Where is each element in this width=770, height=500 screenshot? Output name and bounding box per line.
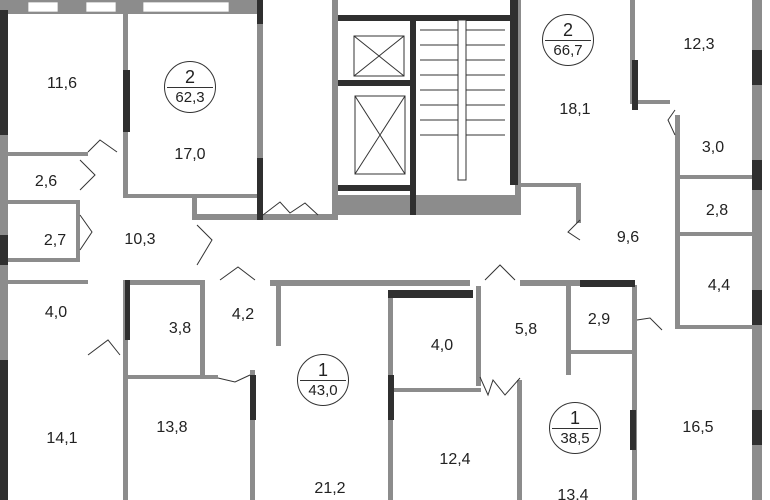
room-area: 2,9 (587, 311, 611, 328)
room-area: 4,2 (231, 306, 255, 323)
room-area: 9,6 (616, 229, 640, 246)
room-area: 10,3 (124, 231, 156, 248)
apartment-rooms: 1 (317, 360, 328, 380)
room-area: 17,0 (174, 146, 206, 163)
apartment-rooms: 2 (184, 67, 195, 87)
apartment-rooms: 2 (562, 20, 573, 40)
room-area: 4,0 (430, 337, 454, 354)
staircase (420, 19, 505, 181)
room-area: 14,1 (46, 430, 78, 447)
elevator-shafts (353, 35, 406, 175)
room-area: 2,8 (705, 202, 729, 219)
room-area: 5,8 (514, 321, 538, 338)
room-area: 4,0 (44, 304, 68, 321)
room-area: 12,3 (683, 36, 715, 53)
apartment-area: 43,0 (308, 382, 338, 399)
apartment-area: 66,7 (553, 42, 583, 59)
room-area: 12,4 (439, 451, 471, 468)
room-area: 3,0 (701, 139, 725, 156)
room-area: 21,2 (314, 480, 346, 497)
room-area: 13,4 (557, 487, 589, 500)
room-area: 16,5 (682, 419, 714, 436)
room-area: 4,4 (707, 277, 731, 294)
room-area: 3,8 (168, 320, 192, 337)
apartment-area: 38,5 (560, 430, 590, 447)
room-area: 11,6 (47, 75, 77, 92)
room-area: 2,7 (43, 232, 67, 249)
door-swings (79, 109, 676, 397)
room-area: 13,8 (156, 419, 188, 436)
room-area: 18,1 (559, 101, 591, 118)
apartment-rooms: 1 (569, 408, 580, 428)
room-area: 2,6 (34, 173, 58, 190)
windows (27, 1, 230, 13)
apartment-area: 62,3 (175, 89, 205, 106)
